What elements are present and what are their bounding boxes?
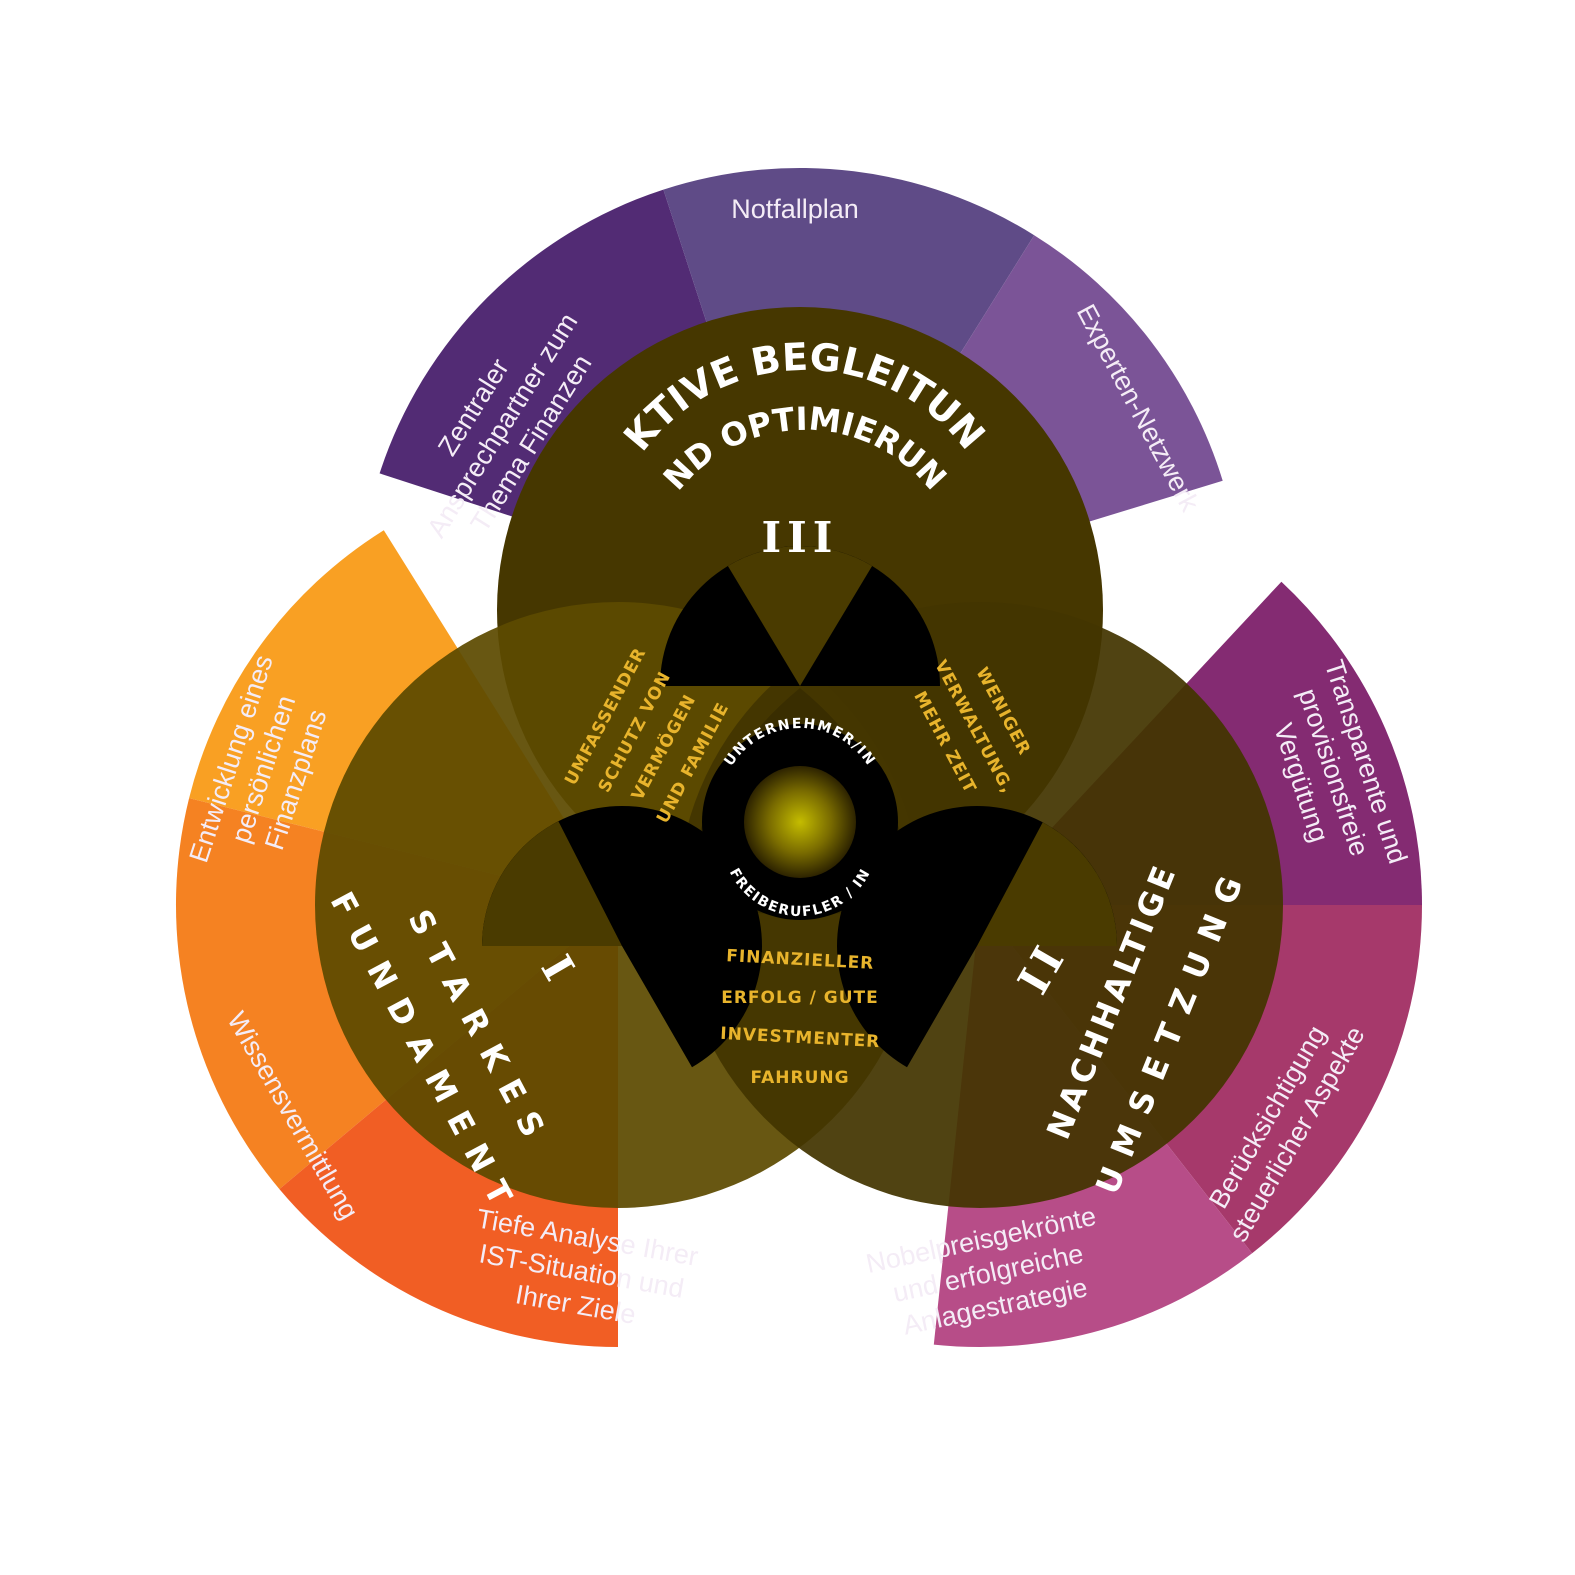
label-top-middle: Notfallplan (731, 194, 859, 224)
sector-notch-left (482, 821, 622, 946)
overlap-b-line4: FAHRUNG (750, 1068, 849, 1088)
sector-notch-top (727, 546, 873, 686)
overlap-b-line2: ERFOLG / GUTE (721, 988, 879, 1008)
numeral-top: III (762, 513, 839, 562)
sector-notch-right (977, 822, 1117, 946)
inner-sectors (481, 546, 1117, 1068)
